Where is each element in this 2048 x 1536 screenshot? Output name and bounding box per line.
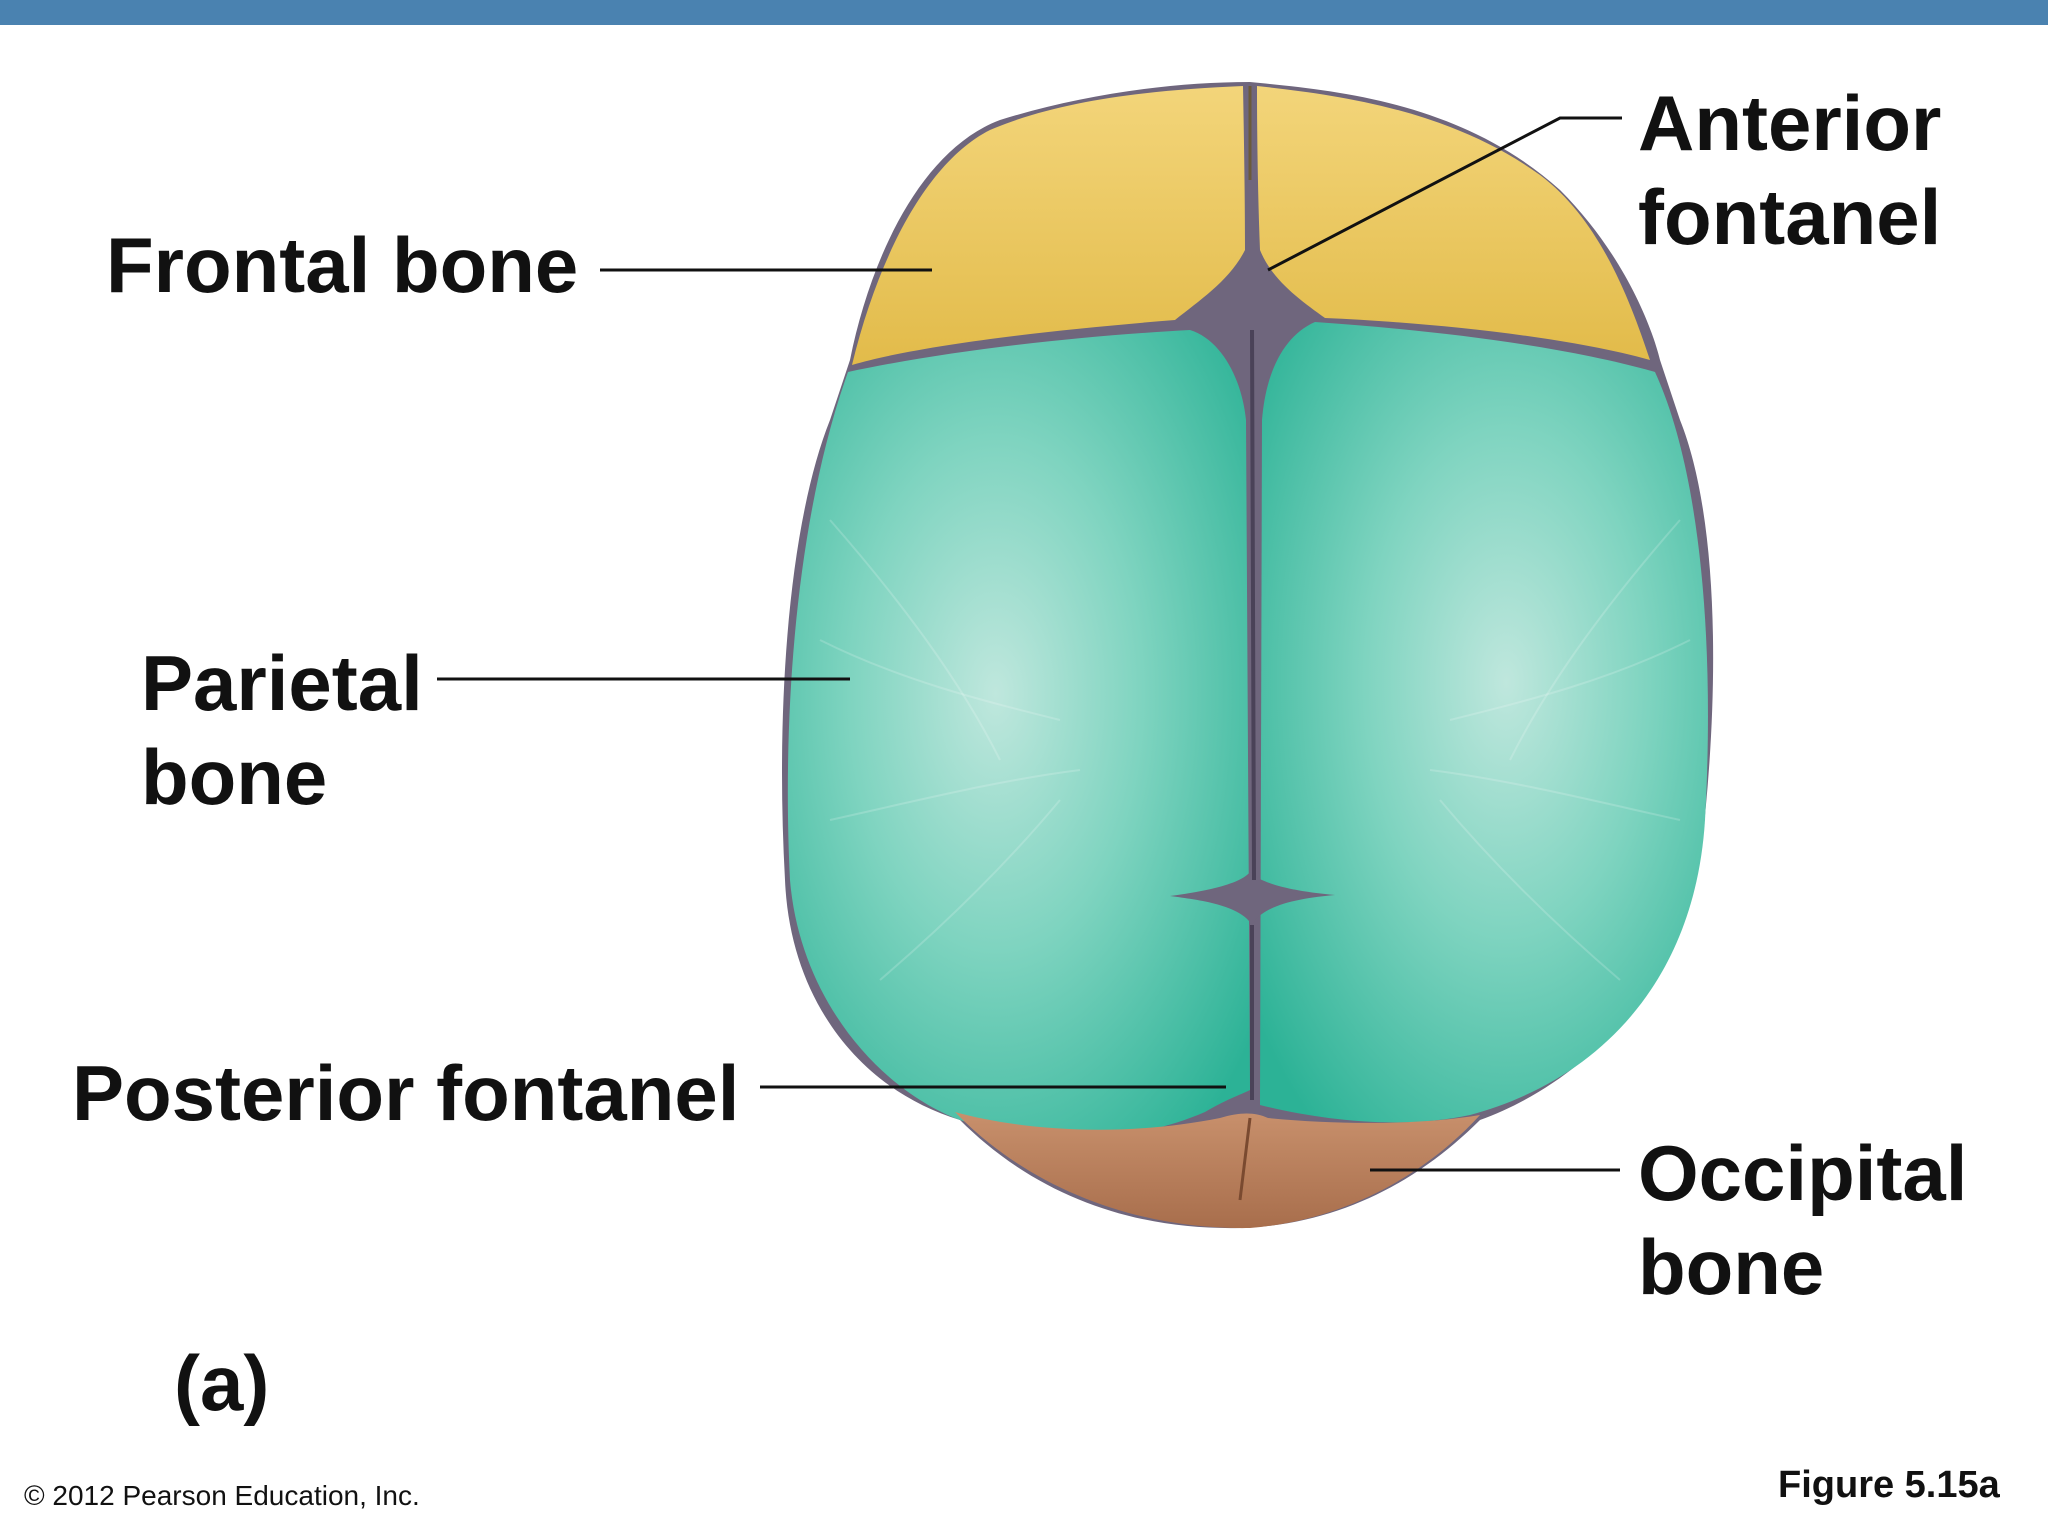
sagittal-suture <box>1250 329 1256 1100</box>
label-anterior-line2: fontanel <box>1638 173 1942 261</box>
leader-lines <box>437 116 1622 1172</box>
leader-anterior <box>1267 116 1622 272</box>
frontal-bone-right <box>1257 86 1650 360</box>
parietal-bone-right <box>1260 322 1708 1123</box>
part-label: (a) <box>174 1339 270 1427</box>
label-posterior-fontanel: Posterior fontanel <box>72 1049 740 1137</box>
label-parietal-line1: Parietal <box>141 639 423 727</box>
occipital-bone <box>955 1112 1480 1229</box>
bone-texture <box>819 519 1691 981</box>
label-occipital-line1: Occipital <box>1638 1129 1968 1217</box>
label-occipital-bone: Occipital bone <box>1638 1126 1967 1314</box>
label-occipital-line2: bone <box>1638 1223 1825 1311</box>
copyright-text: © 2012 Pearson Education, Inc. <box>24 1480 420 1511</box>
label-frontal-bone: Frontal bone <box>106 221 579 309</box>
label-anterior-fontanel: Anterior fontanel <box>1638 76 1941 264</box>
figure-number: Figure 5.15a <box>1778 1464 2000 1506</box>
occipital-suture <box>1238 1117 1252 1201</box>
parietal-bone-left <box>787 330 1250 1139</box>
label-parietal-bone: Parietal bone <box>141 636 423 824</box>
frontal-bone-left <box>852 86 1245 365</box>
posterior-fontanel-shape <box>1170 872 1335 925</box>
header-bar <box>0 0 2048 25</box>
label-parietal-line2: bone <box>141 733 328 821</box>
label-anterior-line1: Anterior <box>1638 79 1942 167</box>
